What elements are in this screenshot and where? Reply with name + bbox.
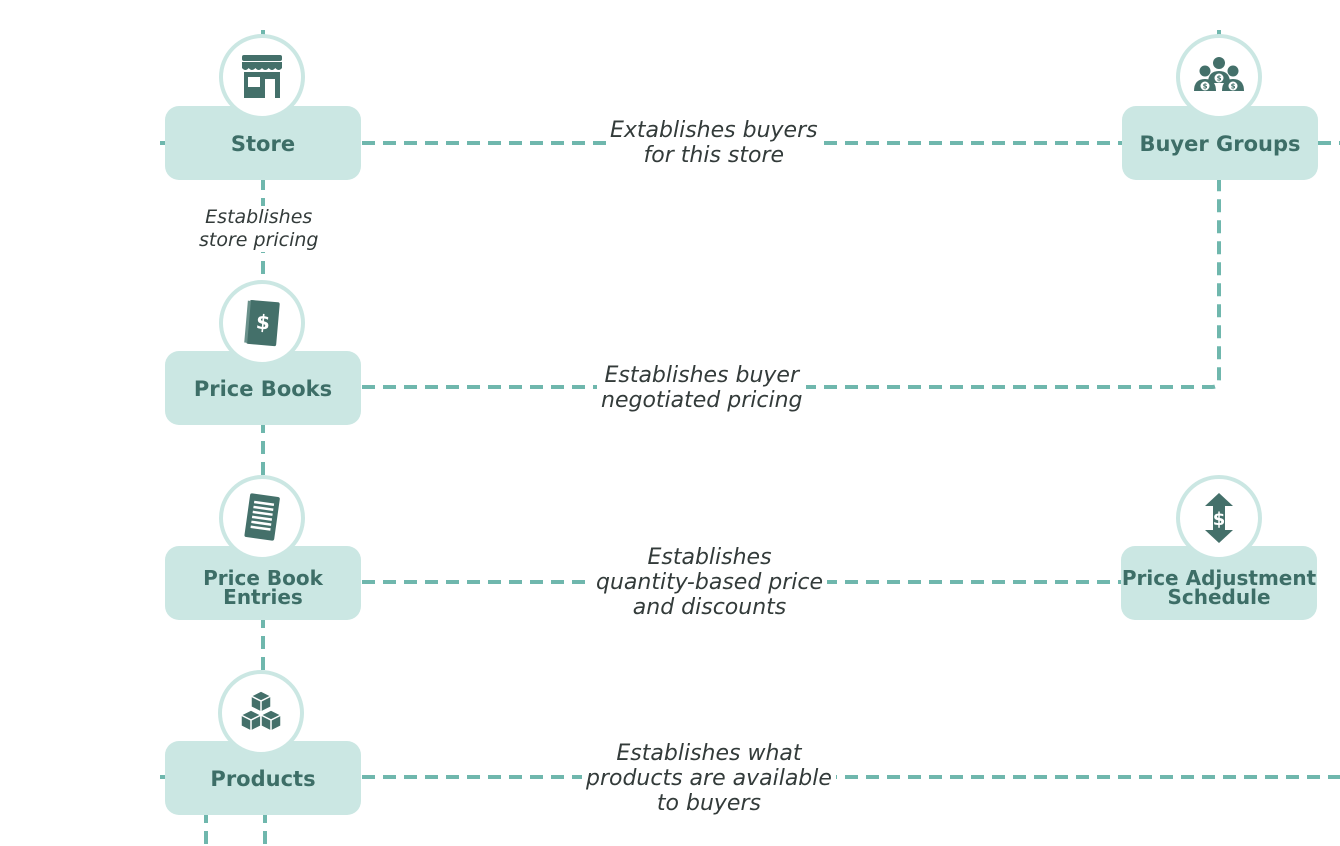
node-products-icon-circle [218,670,304,756]
connector-pricebooks-buyergroups [362,180,1221,389]
buyer-group-icon: $ $ $ [1194,57,1244,91]
svg-text:$: $ [1203,83,1208,91]
store-icon [242,55,282,98]
node-price-books-icon-circle: $ [219,280,305,366]
edge-label-products-buyers: Establishes what products are available … [582,741,836,816]
boxes-icon [240,690,282,732]
edge-label-pricebooks-buyergroups: Establishes buyer negotiated pricing [597,363,807,413]
node-price-adjustment-schedule-icon-circle: $ [1176,475,1262,561]
node-price-books: Price Books [165,351,361,425]
node-buyer-groups-icon-circle: $ $ $ [1176,34,1262,120]
svg-text:$: $ [1217,75,1222,83]
price-book-icon: $ [244,300,280,347]
price-list-icon [244,493,280,541]
edge-label-entries-schedule: Establishes quantity-based price and dis… [592,545,828,620]
price-adjust-icon: $ [1205,493,1233,543]
node-store-icon-circle [219,34,305,120]
node-price-book-entries-icon-circle [219,475,305,561]
svg-text:$: $ [255,310,271,335]
edge-label-store-buyergroups: Extablishes buyers for this store [606,118,822,168]
edge-label-store-pricebooks: Establishes store pricing [195,206,323,252]
svg-text:$: $ [1231,83,1236,91]
svg-text:$: $ [1213,509,1226,530]
